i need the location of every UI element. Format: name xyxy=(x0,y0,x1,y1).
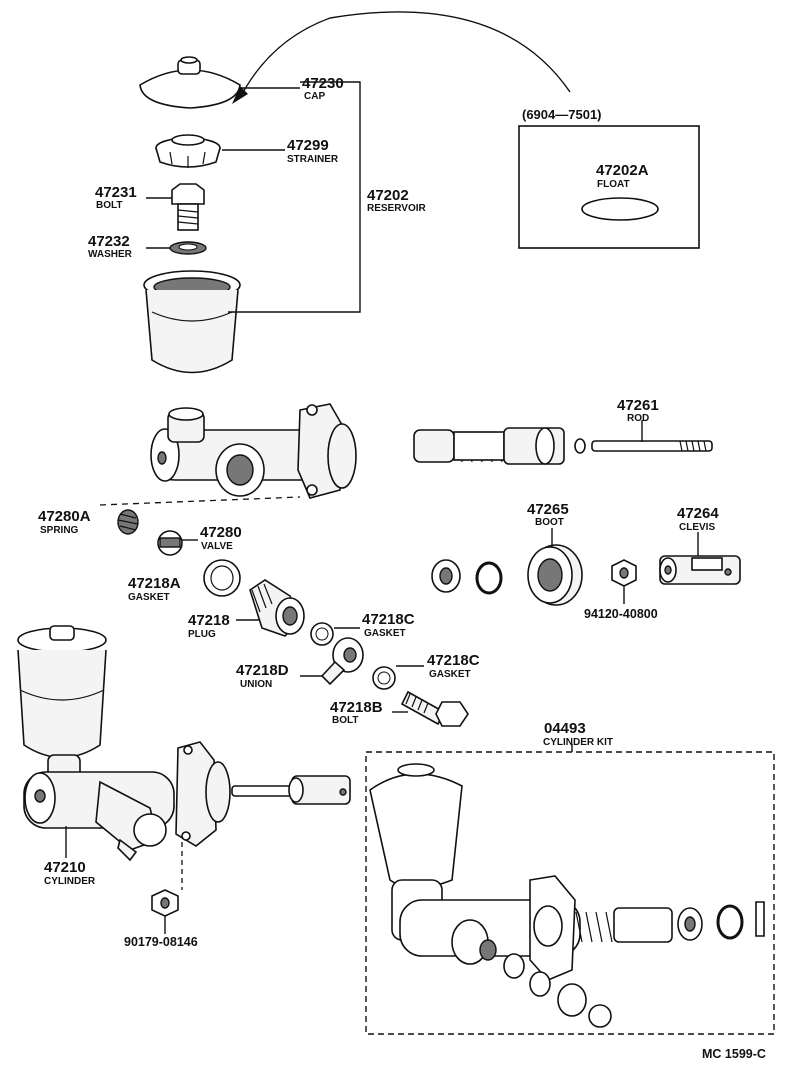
reservoir-number: 47202 xyxy=(367,187,409,204)
valve-part xyxy=(157,530,183,556)
cylinder-kit-part xyxy=(369,763,765,1028)
bolt-47231-number: 47231 xyxy=(95,184,137,201)
union-part xyxy=(320,637,364,686)
float-box xyxy=(518,125,700,249)
nut-90179-number: 90179-08146 xyxy=(124,935,198,949)
cylinder-name: CYLINDER xyxy=(44,876,96,887)
cylinder-number: 47210 xyxy=(44,859,86,876)
clevis-name: CLEVIS xyxy=(679,522,715,533)
assembled-cylinder-part xyxy=(17,625,351,862)
cap-number: 47230 xyxy=(302,75,344,92)
seal-ring-1-part xyxy=(431,559,461,593)
float-name: FLOAT xyxy=(597,179,630,190)
union-name: UNION xyxy=(240,679,272,690)
plug-part xyxy=(249,579,305,637)
spring-name: SPRING xyxy=(40,525,79,536)
cylinder-body-part xyxy=(150,403,357,499)
cylinder-kit-name: CYLINDER KIT xyxy=(543,737,613,748)
bolt-47231-name: BOLT xyxy=(96,200,122,211)
washer-name: WASHER xyxy=(88,249,133,260)
float-number: 47202A xyxy=(596,162,649,179)
float-part xyxy=(581,197,659,221)
strainer-part xyxy=(155,134,221,168)
nut-94120-number: 94120-40800 xyxy=(584,607,658,621)
clevis-part xyxy=(659,555,741,585)
spring-part xyxy=(117,509,139,535)
gasket-c1-name: GASKET xyxy=(364,628,406,639)
rod-part xyxy=(574,438,713,454)
cap-name: CAP xyxy=(304,91,325,102)
cylinder-dash-line xyxy=(99,496,301,506)
reservoir-bracket-line xyxy=(228,81,361,313)
gasket-a-name: GASKET xyxy=(128,592,170,603)
plug-name: PLUG xyxy=(188,629,216,640)
spring-number: 47280A xyxy=(38,508,91,525)
plug-number: 47218 xyxy=(188,612,230,629)
bolt-47231-part xyxy=(171,183,205,231)
rod-number: 47261 xyxy=(617,397,659,414)
union-number: 47218D xyxy=(236,662,289,679)
gasket-47218c-2-part xyxy=(372,666,396,690)
nut-90179-part xyxy=(151,889,179,917)
gasket-a-number: 47218A xyxy=(128,575,181,592)
reservoir-name: RESERVOIR xyxy=(367,203,426,214)
gasket-47218a-part xyxy=(203,559,241,597)
valve-number: 47280 xyxy=(200,524,242,541)
bolt-47218b-name: BOLT xyxy=(332,715,358,726)
strainer-name: STRAINER xyxy=(287,154,339,165)
gasket-c2-number: 47218C xyxy=(427,652,480,669)
boot-part xyxy=(527,544,583,606)
cap-part xyxy=(139,56,241,109)
piston-assembly-part xyxy=(413,427,565,465)
bolt-47218b-number: 47218B xyxy=(330,699,383,716)
float-arrow-line xyxy=(239,11,571,99)
gasket-c1-number: 47218C xyxy=(362,611,415,628)
gasket-47218c-1-part xyxy=(310,622,334,646)
reservoir-part xyxy=(143,270,241,374)
cylinder-kit-number: 04493 xyxy=(544,720,586,737)
snap-ring-part xyxy=(475,561,503,595)
bolt-47218b-part xyxy=(400,690,469,727)
valve-name: VALVE xyxy=(201,541,233,552)
rod-name: ROD xyxy=(627,413,649,424)
cylinder-kit-box xyxy=(365,751,775,1035)
boot-name: BOOT xyxy=(535,517,564,528)
boot-number: 47265 xyxy=(527,501,569,518)
clevis-number: 47264 xyxy=(677,505,719,522)
strainer-number: 47299 xyxy=(287,137,329,154)
washer-number: 47232 xyxy=(88,233,130,250)
float-arrow-head xyxy=(232,86,248,104)
nut-94120-part xyxy=(611,559,637,587)
gasket-c2-name: GASKET xyxy=(429,669,471,680)
diagram-reference: MC 1599-C xyxy=(702,1047,766,1061)
washer-47232-part xyxy=(169,241,207,255)
float-range: (6904—7501) xyxy=(522,107,602,122)
